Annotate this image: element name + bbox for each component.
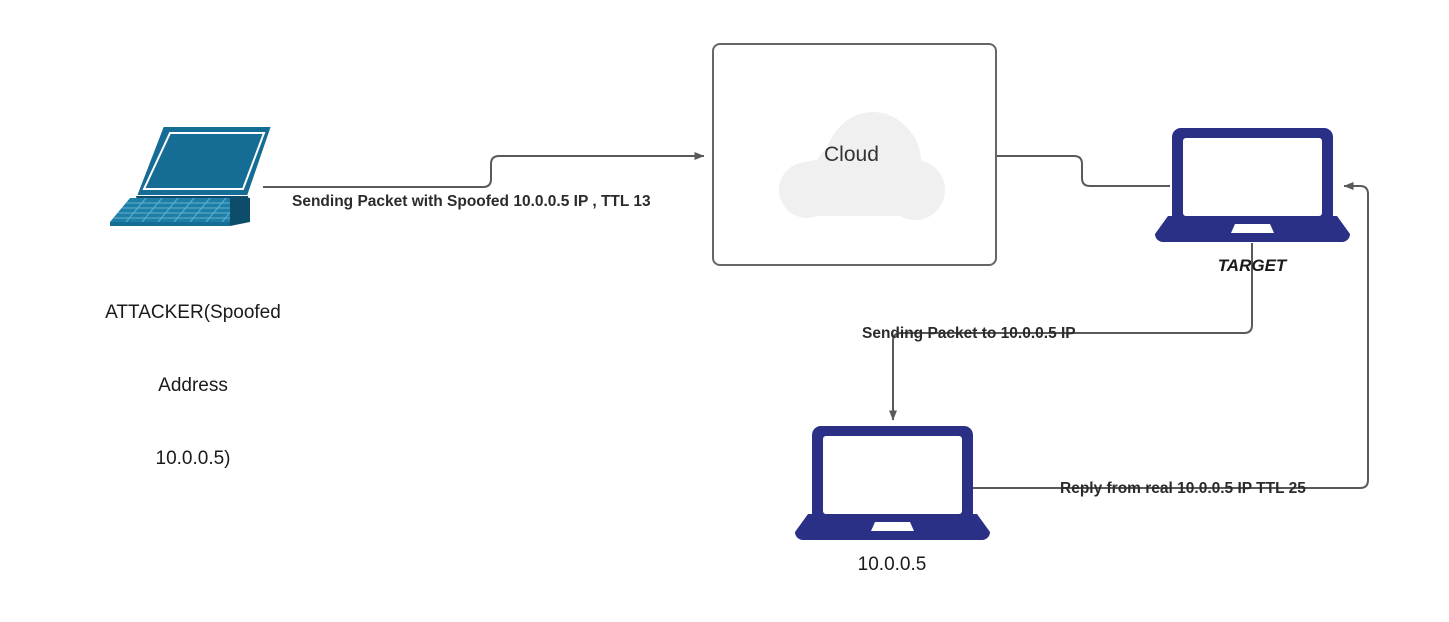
edge-label-attacker-to-cloud: Sending Packet with Spoofed 10.0.0.5 IP … (292, 193, 651, 210)
attacker-label-line2: Address (158, 374, 228, 396)
laptop-classic-icon (110, 125, 274, 226)
edge-label-target-to-victim: Sending Packet to 10.0.0.5 IP (862, 325, 1076, 342)
edge-attacker-to-cloud (263, 152, 705, 188)
attacker-label: ATTACKER(Spoofed Address 10.0.0.5) (58, 252, 328, 519)
target-label: TARGET (1217, 256, 1287, 275)
cloud-icon (779, 112, 945, 220)
node-victim[interactable] (795, 426, 990, 544)
edge-victim-to-target (972, 182, 1369, 489)
attacker-label-line1: ATTACKER(Spoofed (105, 301, 281, 323)
attacker-label-line3: 10.0.0.5) (155, 447, 231, 469)
cloud-label: Cloud (824, 143, 879, 166)
node-target[interactable] (1155, 128, 1350, 246)
laptop-icon (795, 426, 990, 540)
node-cloud[interactable] (755, 98, 960, 220)
victim-label: 10.0.0.5 (857, 554, 927, 575)
edge-target-to-victim (889, 243, 1253, 421)
edge-cloud-to-target (996, 155, 1170, 187)
node-attacker[interactable] (108, 122, 278, 227)
laptop-icon (1155, 128, 1350, 242)
edge-label-victim-to-target: Reply from real 10.0.0.5 IP TTL 25 (1060, 480, 1306, 497)
